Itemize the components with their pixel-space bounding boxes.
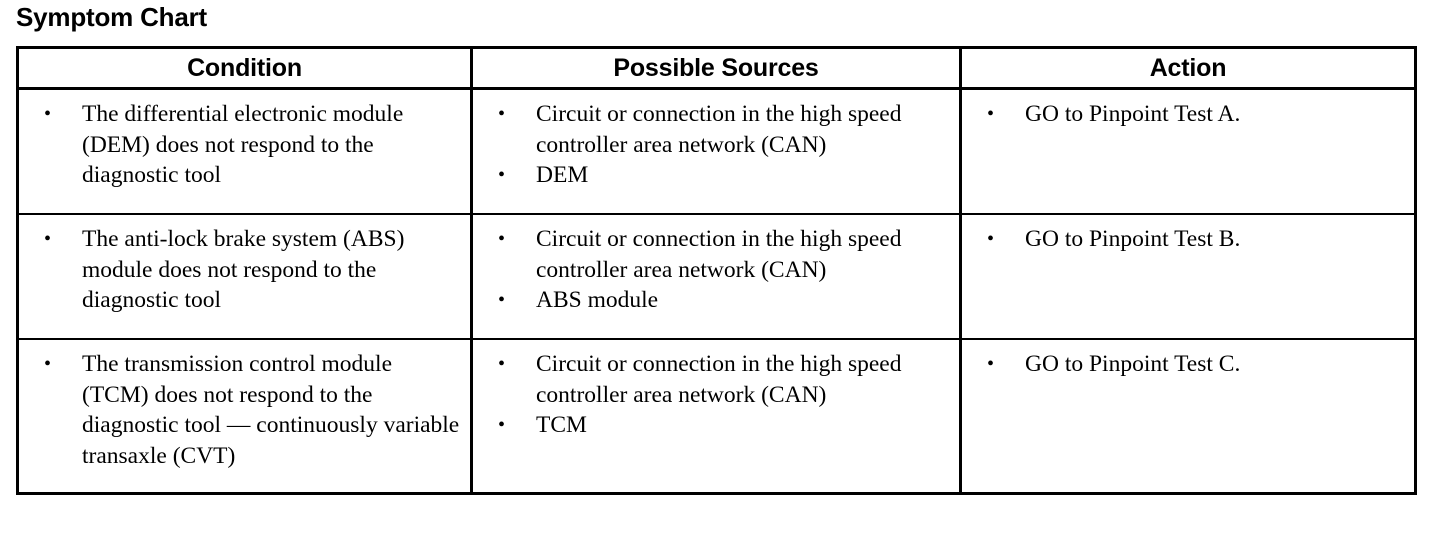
list-item: ABS module [481,285,951,316]
cell-condition: The differential electronic module (DEM)… [17,88,473,214]
list-item: The transmission control module (TCM) do… [27,349,462,471]
possible-sources-bullet-list: Circuit or connection in the high speed … [481,349,951,441]
action-bullet-list: GO to Pinpoint Test A. [970,99,1406,130]
action-bullet-list: GO to Pinpoint Test B. [970,224,1406,255]
list-item: Circuit or connection in the high speed … [481,99,951,160]
cell-condition: The transmission control module (TCM) do… [17,338,473,494]
column-header-action: Action [959,47,1416,90]
table-header-row: Condition Possible Sources Action [17,47,1416,90]
possible-sources-bullet-list: Circuit or connection in the high speed … [481,99,951,191]
cell-possible-sources: Circuit or connection in the high speed … [470,213,962,339]
list-item: TCM [481,410,951,441]
table-row: The transmission control module (TCM) do… [17,338,1416,494]
list-item: The anti-lock brake system (ABS) module … [27,224,462,316]
cell-condition: The anti-lock brake system (ABS) module … [17,213,473,339]
cell-action: GO to Pinpoint Test A. [959,88,1416,214]
cell-action: GO to Pinpoint Test C. [959,338,1416,494]
cell-possible-sources: Circuit or connection in the high speed … [470,338,962,494]
list-item: GO to Pinpoint Test C. [970,349,1406,380]
list-item: GO to Pinpoint Test A. [970,99,1406,130]
list-item: Circuit or connection in the high speed … [481,224,951,285]
symptom-chart-table: Condition Possible Sources Action The di… [16,46,1417,495]
column-header-condition: Condition [17,47,473,90]
cell-action: GO to Pinpoint Test B. [959,213,1416,339]
cell-possible-sources: Circuit or connection in the high speed … [470,88,962,214]
table-row: The anti-lock brake system (ABS) module … [17,213,1416,339]
action-bullet-list: GO to Pinpoint Test C. [970,349,1406,380]
column-header-possible-sources: Possible Sources [470,47,962,90]
list-item: GO to Pinpoint Test B. [970,224,1406,255]
list-item: The differential electronic module (DEM)… [27,99,462,191]
list-item: Circuit or connection in the high speed … [481,349,951,410]
condition-bullet-list: The differential electronic module (DEM)… [27,99,462,191]
list-item: DEM [481,160,951,191]
condition-bullet-list: The transmission control module (TCM) do… [27,349,462,471]
possible-sources-bullet-list: Circuit or connection in the high speed … [481,224,951,316]
table-row: The differential electronic module (DEM)… [17,88,1416,214]
page-title: Symptom Chart [16,2,207,32]
condition-bullet-list: The anti-lock brake system (ABS) module … [27,224,462,316]
